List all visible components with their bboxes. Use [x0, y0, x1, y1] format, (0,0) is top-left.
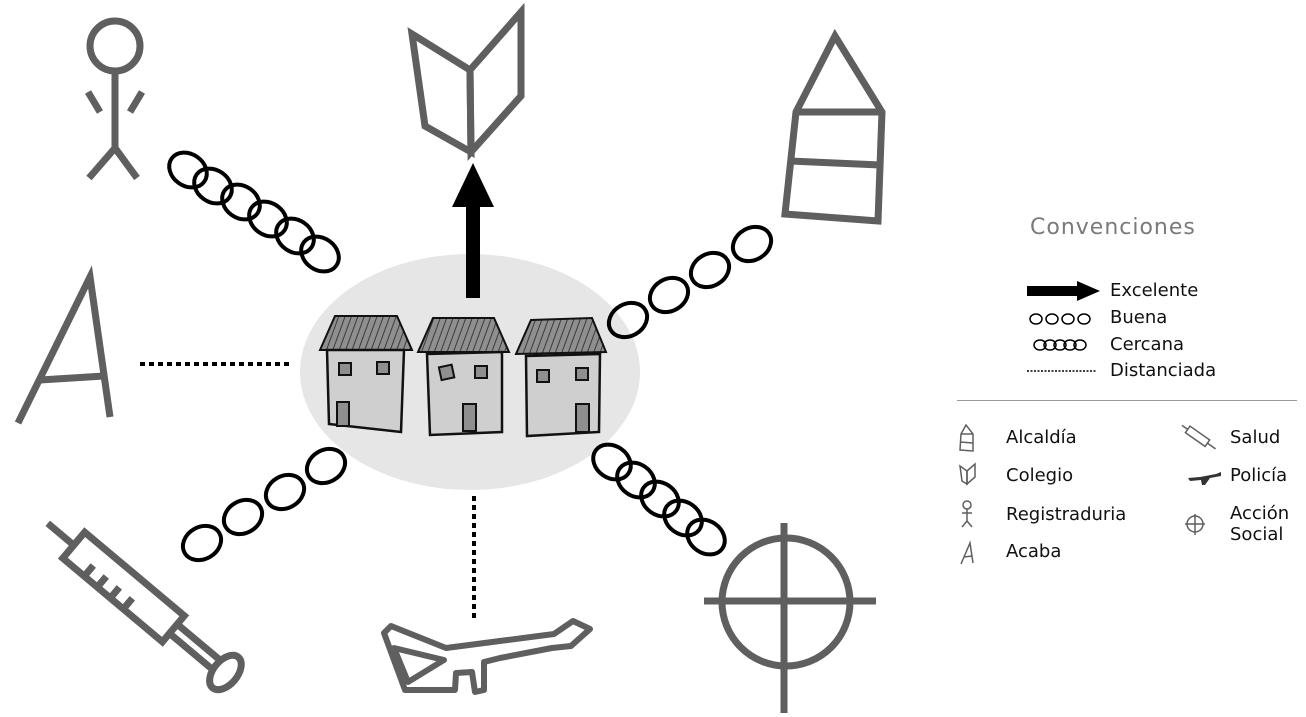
legend-symbol-buena [1029, 313, 1091, 325]
book-icon [407, 2, 525, 162]
legend-crosshair-icon [1185, 514, 1205, 535]
relation-cercana-accion-social [591, 442, 727, 557]
legend-label-colegio: Colegio [1006, 465, 1074, 486]
house-2 [416, 317, 511, 437]
house-1 [318, 315, 414, 434]
legend-label-buena: Buena [1110, 307, 1168, 328]
legend-label-excelente: Excelente [1110, 280, 1199, 301]
relation-excelente-colegio [452, 163, 494, 298]
syringe-icon [45, 520, 245, 694]
legend-label-social: Social [1230, 524, 1284, 545]
legend-rifle-icon [1188, 472, 1221, 485]
relation-cercana-registraduria [167, 150, 341, 274]
legend-symbol-excelente [1027, 281, 1100, 301]
legend-letter-a-icon [960, 540, 974, 565]
legend-label-accion: Acción [1230, 503, 1290, 524]
relation-buena-salud [180, 446, 348, 563]
legend-book-icon [959, 462, 976, 486]
legend-syringe-icon [1181, 424, 1216, 450]
legend-person-icon [961, 500, 973, 528]
legend-label-policia: Policía [1230, 465, 1288, 486]
legend-title: Convenciones [1030, 215, 1196, 240]
legend-symbol-cercana [1033, 339, 1087, 351]
legend-label-salud: Salud [1230, 427, 1281, 448]
legend-divider [957, 400, 1297, 401]
legend-label-alcaldia: Alcaldía [1006, 427, 1077, 448]
legend-town-hall-icon [959, 423, 974, 452]
letter-a-icon [14, 265, 114, 425]
houses-icon [318, 315, 608, 438]
legend-label-cercana: Cercana [1110, 334, 1185, 355]
house-3 [514, 316, 608, 438]
town-hall-icon [781, 28, 886, 225]
relation-buena-alcaldia [606, 224, 774, 340]
rifle-icon [381, 618, 593, 695]
crosshair-icon [704, 523, 876, 713]
legend-label-registraduria: Registraduria [1006, 504, 1127, 525]
person-icon [84, 17, 146, 181]
legend-label-acaba: Acaba [1006, 541, 1062, 562]
legend-label-distanciada: Distanciada [1110, 360, 1217, 381]
